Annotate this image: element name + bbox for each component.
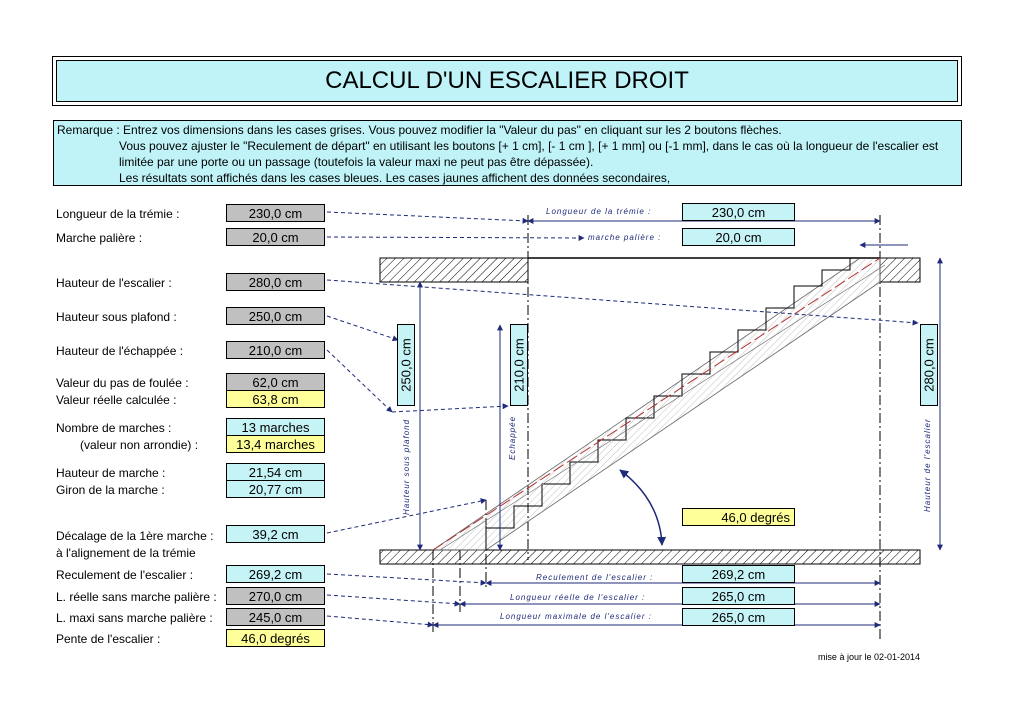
label-nombre-marches: Nombre de marches : [56,421,172,435]
value-reculement: 269,2 cm [226,565,325,583]
dim-longueur-label: Longueur réelle de l'escalier : [510,593,645,602]
label-hauteur-escalier: Hauteur de l'escalier : [56,276,172,290]
stair-steps [485,257,880,550]
input-hauteur-plafond[interactable]: 250,0 cm [226,307,325,325]
diagram-hauteur-box: 280,0 cm [920,324,938,406]
diagram-tremie-value: 230,0 cm [682,203,795,221]
remark-box: Remarque : Entrez vos dimensions dans le… [53,120,962,186]
value-valeur-reelle: 63,8 cm [226,390,325,408]
diagram-echappee-value: 210,0 cm [511,338,527,392]
value-l-maxi: 245,0 cm [226,608,325,626]
slope-line [432,257,881,551]
dim-reculement-label: Reculement de l'escalier : [536,573,653,582]
label-hauteur-marche: Hauteur de marche : [56,466,166,480]
remark-line-2: Vous pouvez ajuster le "Reculement de dé… [119,139,939,153]
diagram-paliere-value: 20,0 cm [682,228,795,246]
leader-lines [326,211,919,628]
value-non-arrondie: 13,4 marches [226,435,325,453]
remark-line-3: limitée par une porte ou un passage (tou… [119,155,594,169]
label-l-maxi: L. maxi sans marche palière : [56,611,213,625]
diagram-echappee-box: 210,0 cm [510,324,528,406]
diagram-longueur-max-value: 265,0 cm [682,608,795,626]
value-pente: 46,0 degrés [226,629,325,647]
ceiling-slab-left [379,257,529,283]
input-longueur-tremie[interactable]: 230,0 cm [226,204,325,222]
input-hauteur-echappee[interactable]: 210,0 cm [226,341,325,359]
label-l-reelle: L. réelle sans marche palière : [56,590,217,604]
label-hauteur-echappee: Hauteur de l'échappée : [56,344,184,358]
label-decalage-2: à l'alignement de la trémie [56,546,196,560]
floor-slab [379,549,921,565]
label-valeur-reelle: Valeur réelle calculée : [56,393,177,407]
value-decalage: 39,2 cm [226,525,325,543]
dim-hauteur-label: Hauteur de l'escalier [923,418,932,512]
value-nombre-marches: 13 marches [226,418,325,436]
angle-arc [619,469,667,546]
label-pente: Pente de l'escalier : [56,632,161,646]
diagram-plafond-value: 250,0 cm [398,338,414,392]
diagram-angle-value: 46,0 degrés [682,508,795,526]
diagram-longueur-value: 265,0 cm [682,587,795,605]
remark-line-4: Les résultats sont affichés dans les cas… [119,171,671,185]
page-title: CALCUL D'UN ESCALIER DROIT [56,60,958,102]
dim-plafond-label: Hauteur sous plafond [402,419,411,515]
diagram-plafond-box: 250,0 cm [397,324,415,406]
label-decalage: Décalage de la 1ère marche : [56,529,214,543]
input-marche-paliere[interactable]: 20,0 cm [226,228,325,246]
diagram-hauteur-value: 280,0 cm [921,338,937,392]
slope-line-2 [439,264,886,551]
label-hauteur-plafond: Hauteur sous plafond : [56,310,177,324]
title-frame: CALCUL D'UN ESCALIER DROIT [52,56,962,106]
label-giron-marche: Giron de la marche : [56,483,165,497]
value-giron-marche: 20,77 cm [226,480,325,498]
dim-echappee-label: Echappée [508,416,517,460]
label-non-arrondie: (valeur non arrondie) : [80,438,199,452]
label-valeur-pas: Valeur du pas de foulée : [56,376,189,390]
diagram-reculement-value: 269,2 cm [682,565,795,583]
input-hauteur-escalier[interactable]: 280,0 cm [226,273,325,291]
value-l-reelle: 270,0 cm [226,587,325,605]
label-reculement: Reculement de l'escalier : [56,568,194,582]
remark-line-1: Remarque : Entrez vos dimensions dans le… [57,123,782,137]
ceiling-slab-right [879,257,921,283]
label-longueur-tremie: Longueur de la trémie : [56,207,180,221]
dim-longueur-max-label: Longueur maximale de l'escalier : [500,612,652,621]
dim-tremie-label: Longueur de la trémie : [546,207,651,216]
label-marche-paliere: Marche palière : [56,231,143,245]
footer-date: mise à jour le 02-01-2014 [817,652,920,662]
dim-paliere-label: marche palière : [588,233,661,242]
